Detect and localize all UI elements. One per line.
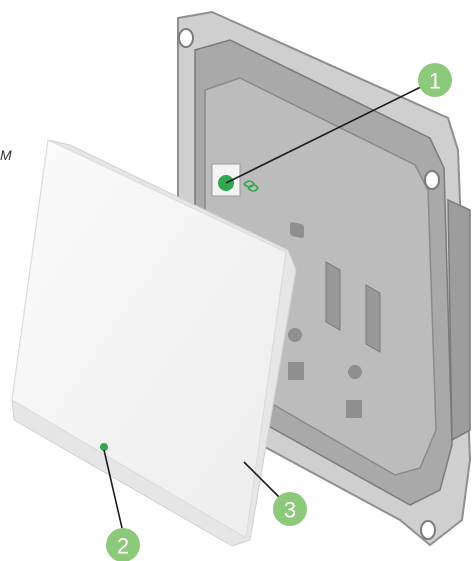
callout-2: 2 bbox=[106, 528, 140, 561]
callout-1-number: 1 bbox=[429, 69, 441, 94]
screw-hole-bottom bbox=[421, 521, 435, 539]
callout-3: 3 bbox=[273, 492, 307, 526]
callout-3-number: 3 bbox=[284, 498, 296, 523]
screw-hole-top-left bbox=[179, 29, 193, 47]
screw-hole-right bbox=[425, 171, 439, 189]
callout-2-number: 2 bbox=[117, 534, 129, 559]
status-led bbox=[100, 443, 108, 451]
callout-1: 1 bbox=[418, 63, 452, 97]
edge-text: M bbox=[0, 147, 12, 163]
